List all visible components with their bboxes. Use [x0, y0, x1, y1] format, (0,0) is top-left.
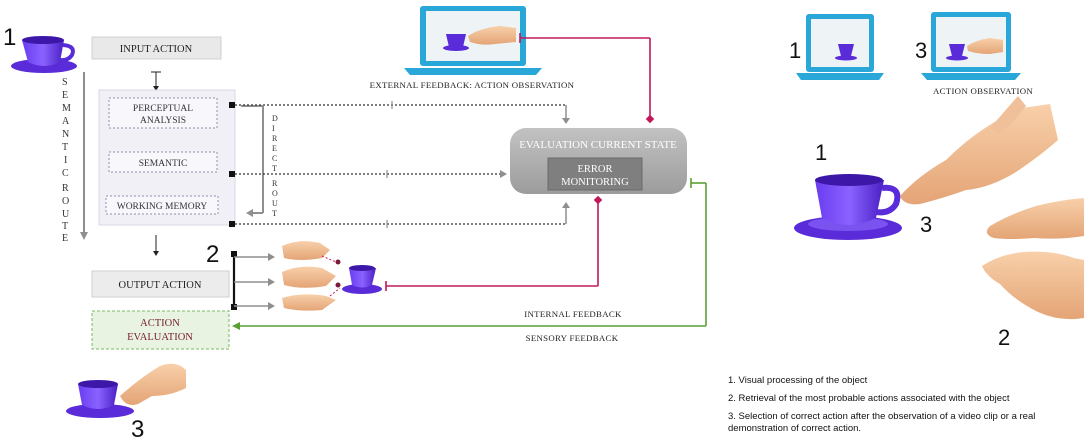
svg-text:S: S	[62, 77, 69, 88]
direct-route-bracket	[241, 105, 264, 217]
legend: 1. Visual processing of the object 2. Re…	[728, 375, 1058, 441]
output-action-box	[91, 270, 230, 298]
svg-text:E: E	[62, 233, 69, 244]
cup-icon	[11, 36, 77, 73]
svg-text:O: O	[272, 189, 278, 198]
svg-text:T: T	[272, 209, 277, 218]
cup-hand-icon	[946, 38, 1003, 61]
svg-text:ANALYSIS: ANALYSIS	[140, 116, 186, 126]
input-action-box	[91, 36, 222, 60]
cup-icon	[342, 265, 382, 294]
action-observation-label: ACTION OBSERVATION	[933, 86, 1033, 96]
svg-text:ACTION: ACTION	[140, 318, 180, 329]
svg-text:EVALUATION: EVALUATION	[127, 332, 193, 343]
svg-text:PERCEPTUAL: PERCEPTUAL	[133, 104, 193, 114]
actions-bracket	[231, 251, 275, 310]
legend-item: 3. Selection of correct action after the…	[728, 410, 1036, 434]
step-number-1: 1	[789, 38, 801, 63]
svg-text:U: U	[272, 199, 278, 208]
hand-icon	[900, 96, 1058, 205]
evaluation-state-label: EVALUATION CURRENT STATE	[519, 139, 677, 151]
svg-text:C: C	[272, 154, 277, 163]
step-number-3: 3	[915, 38, 927, 63]
svg-text:T: T	[272, 164, 277, 173]
step-number-1: 1	[3, 24, 16, 51]
svg-text:SEMANTIC: SEMANTIC	[139, 159, 188, 169]
input-action-label: INPUT ACTION	[120, 44, 193, 55]
action-evaluation-box	[91, 310, 230, 350]
legend-item: 2. Retrieval of the most probable action…	[728, 392, 1010, 404]
svg-text:A: A	[62, 116, 70, 127]
direct-route-label: D I R E C T R O U T	[272, 114, 278, 218]
cup-hand-icon	[443, 26, 516, 51]
svg-text:U: U	[62, 209, 70, 220]
dotted-connectors	[229, 101, 570, 228]
svg-text:ERROR: ERROR	[577, 164, 612, 175]
svg-text:I: I	[64, 155, 68, 166]
laptop-icon	[796, 14, 884, 80]
svg-text:E: E	[62, 90, 69, 101]
svg-text:O: O	[62, 196, 70, 207]
step-number-1: 1	[815, 140, 827, 165]
hand-icon	[982, 251, 1084, 320]
cup-hand-icon	[66, 363, 186, 418]
hand-icon	[986, 198, 1084, 239]
perceptual-analysis-box	[108, 97, 218, 129]
step-number-2: 2	[206, 241, 219, 268]
output-action-label: OUTPUT ACTION	[119, 280, 202, 291]
svg-text:E: E	[272, 144, 277, 153]
svg-text:T: T	[62, 142, 69, 153]
external-feedback-arrow	[519, 33, 655, 124]
internal-feedback-arrow	[385, 195, 603, 291]
sensory-feedback-arrow	[232, 178, 707, 330]
sensory-feedback-label: SENSORY FEEDBACK	[526, 333, 619, 343]
working-memory-box	[105, 195, 219, 215]
semantic-route-label: S E M A N T I C R O U T E	[62, 77, 72, 244]
hand-option-icons	[282, 241, 341, 311]
svg-text:R: R	[62, 183, 70, 194]
cup-icon	[794, 174, 902, 240]
svg-text:C: C	[62, 168, 70, 179]
svg-text:D: D	[272, 114, 278, 123]
svg-text:T: T	[62, 221, 69, 232]
svg-text:M: M	[62, 103, 72, 114]
svg-text:R: R	[272, 134, 278, 143]
step-number-3: 3	[920, 212, 932, 237]
svg-text:MONITORING: MONITORING	[561, 177, 629, 188]
svg-text:R: R	[272, 179, 278, 188]
error-monitoring-box	[547, 157, 643, 191]
svg-text:I: I	[272, 124, 275, 133]
svg-text:N: N	[62, 129, 70, 140]
internal-feedback-label: INTERNAL FEEDBACK	[524, 309, 622, 319]
step-number-3: 3	[131, 416, 144, 443]
semantic-box	[108, 151, 218, 173]
legend-item: 1. Visual processing of the object	[728, 375, 868, 386]
svg-text:WORKING MEMORY: WORKING MEMORY	[117, 202, 208, 212]
step-number-2: 2	[998, 325, 1010, 350]
external-feedback-label: EXTERNAL FEEDBACK: ACTION OBSERVATION	[370, 80, 575, 90]
